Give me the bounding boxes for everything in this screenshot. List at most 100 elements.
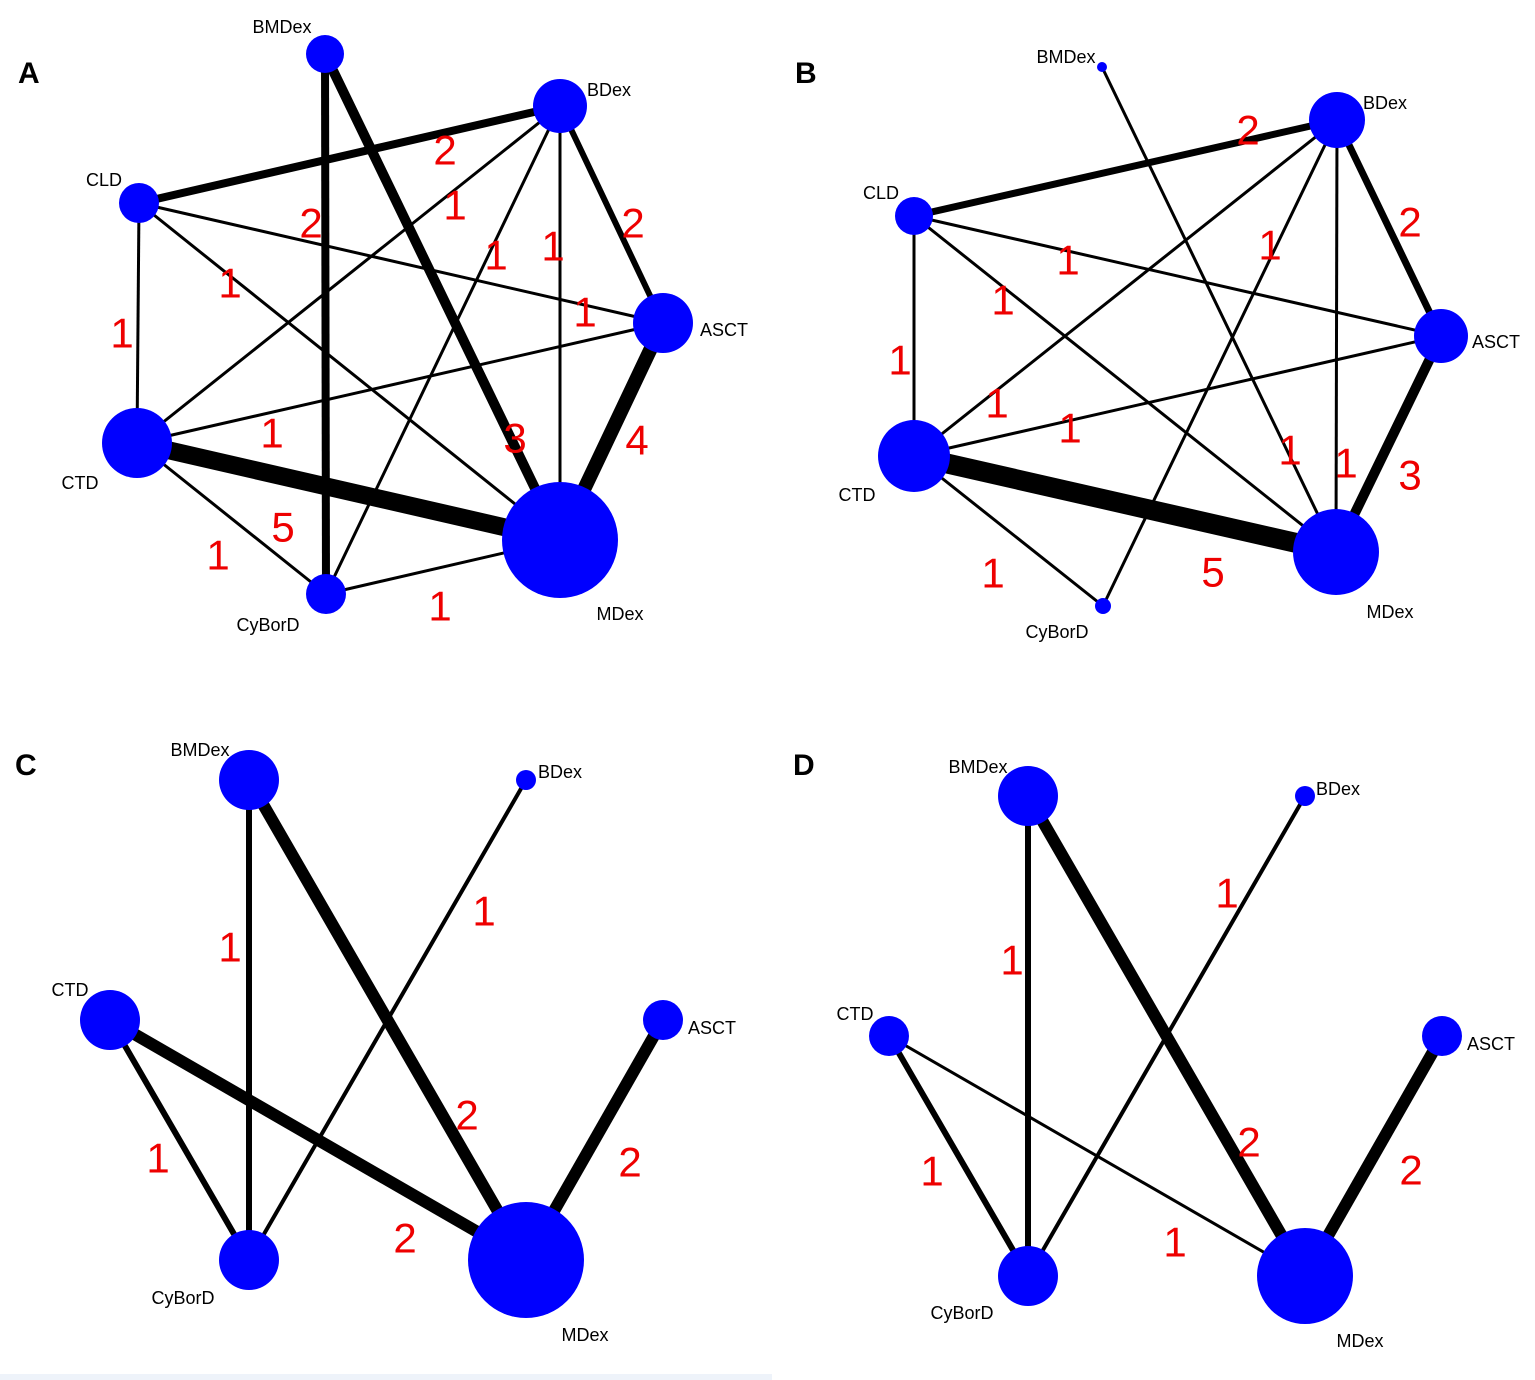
edge-label-cld-mdex: 1 <box>218 260 241 307</box>
panel-letter-a: A <box>18 57 40 90</box>
edge-label-cld-ctd: 1 <box>110 310 133 357</box>
edge-label-bdex-cybord: 1 <box>1215 870 1238 917</box>
edge-bdex-asct <box>557 104 666 325</box>
node-label-asct: ASCT <box>700 320 748 340</box>
node-bdex <box>1295 786 1315 806</box>
node-bdex <box>533 79 587 133</box>
edge-label-cld-ctd: 1 <box>888 337 911 384</box>
edges-a <box>134 51 670 596</box>
edge-label-cld-asct: 1 <box>573 289 596 336</box>
edge-cybord-bdex <box>324 105 562 595</box>
node-cybord <box>219 1230 279 1290</box>
edge-label-cld-mdex: 1 <box>991 277 1014 324</box>
edge-bdex-mdex <box>1334 119 1339 553</box>
node-mdex <box>502 482 618 598</box>
node-bmdex <box>998 766 1058 826</box>
edges-b <box>911 66 1446 608</box>
edge-ctd-mdex <box>134 434 563 549</box>
edge-label-cybord-bdex: 1 <box>484 232 507 279</box>
node-label-cybord: CyBorD <box>930 1303 993 1323</box>
node-asct <box>1422 1016 1462 1056</box>
edge-label-ctd-cybord: 1 <box>206 532 229 579</box>
edge-label-ctd-mdex: 2 <box>393 1215 416 1262</box>
edge-cld-ctd <box>135 202 141 444</box>
node-ctd <box>869 1016 909 1056</box>
edge-bmdex-mdex <box>243 777 532 1263</box>
edge-ctd-bdex <box>913 118 1338 458</box>
edge-label-ctd-cybord: 1 <box>920 1148 943 1195</box>
node-label-mdex: MDex <box>1366 602 1413 622</box>
edge-label-bdex-mdex: 1 <box>1334 440 1357 487</box>
node-cld <box>895 197 933 235</box>
panel-letter-b: B <box>795 57 817 90</box>
edge-label-cybord-bdex: 1 <box>1258 222 1281 269</box>
node-label-asct: ASCT <box>688 1018 736 1038</box>
edge-label-ctd-cybord: 1 <box>981 550 1004 597</box>
edge-bmdex-cybord <box>321 53 330 595</box>
edge-label-cld-bdex: 2 <box>1236 107 1259 154</box>
edge-label-mdex-bdex: 1 <box>541 223 564 270</box>
node-label-mdex: MDex <box>1336 1331 1383 1351</box>
node-label-asct: ASCT <box>1467 1034 1515 1054</box>
edge-ctd-cybord <box>913 454 1104 608</box>
edge-label-bmdex-mdex: 1 <box>1278 427 1301 474</box>
edge-label-bmdex-mdex: 3 <box>503 415 526 462</box>
edge-ctd-asct <box>136 321 664 445</box>
edge-ctd-mdex <box>911 446 1339 562</box>
node-label-bmdex: BMDex <box>252 17 311 37</box>
edge-ctd-mdex <box>888 1034 1306 1278</box>
edge-label-bmdex-cybord: 1 <box>218 924 241 971</box>
panel-letter-d: D <box>793 749 815 782</box>
node-ctd <box>878 420 950 492</box>
node-label-cybord: CyBorD <box>151 1288 214 1308</box>
edge-label-bdex-asct: 2 <box>1398 199 1421 246</box>
edge-label-ctd-mdex: 5 <box>1201 549 1224 596</box>
node-bmdex <box>1097 62 1107 72</box>
node-label-mdex: MDex <box>561 1325 608 1345</box>
node-cybord <box>306 574 346 614</box>
node-label-cybord: CyBorD <box>1025 622 1088 642</box>
edge-label-cld-bdex: 2 <box>433 127 456 174</box>
edge-label-ctd-asct: 1 <box>260 410 283 457</box>
node-label-ctd: CTD <box>837 1004 874 1024</box>
edge-bmdex-mdex <box>1100 66 1338 553</box>
edge-bdex-asct <box>1333 118 1445 338</box>
edge-cybord-bdex <box>1101 119 1339 607</box>
edge-label-asct-mdex: 3 <box>1398 452 1421 499</box>
node-label-bdex: BDex <box>587 80 631 100</box>
node-label-bdex: BDex <box>1363 93 1407 113</box>
edge-cld-bdex <box>913 116 1338 220</box>
edge-label-bmdex-cybord: 1 <box>1000 937 1023 984</box>
node-label-asct: ASCT <box>1472 332 1520 352</box>
edge-label-ctd-bdex: 1 <box>985 380 1008 427</box>
edge-label-bdex-cybord: 1 <box>472 888 495 935</box>
edge-ctd-cybord <box>136 441 327 596</box>
node-label-bmdex: BMDex <box>1036 47 1095 67</box>
node-mdex <box>1293 509 1379 595</box>
node-bmdex <box>306 35 344 73</box>
node-label-mdex: MDex <box>596 604 643 624</box>
edge-label-ctd-mdex: 1 <box>1163 1219 1186 1266</box>
panel-letter-c: C <box>15 749 37 782</box>
edge-ctd-mdex <box>107 1014 529 1266</box>
edge-cld-asct <box>913 214 1442 338</box>
edge-ctd-bdex <box>136 104 561 445</box>
edge-label-cld-asct: 1 <box>1056 237 1079 284</box>
edge-ctd-cybord <box>107 1018 252 1262</box>
edge-label-ctd-bdex: 1 <box>443 182 466 229</box>
node-label-bmdex: BMDex <box>170 740 229 760</box>
node-label-cld: CLD <box>86 170 122 190</box>
edge-bmdex-mdex <box>1022 793 1311 1279</box>
edge-ctd-cybord <box>886 1034 1031 1278</box>
node-ctd <box>80 990 140 1050</box>
node-ctd <box>102 408 172 478</box>
edge-cld-mdex <box>138 201 561 542</box>
node-asct <box>1414 309 1468 363</box>
